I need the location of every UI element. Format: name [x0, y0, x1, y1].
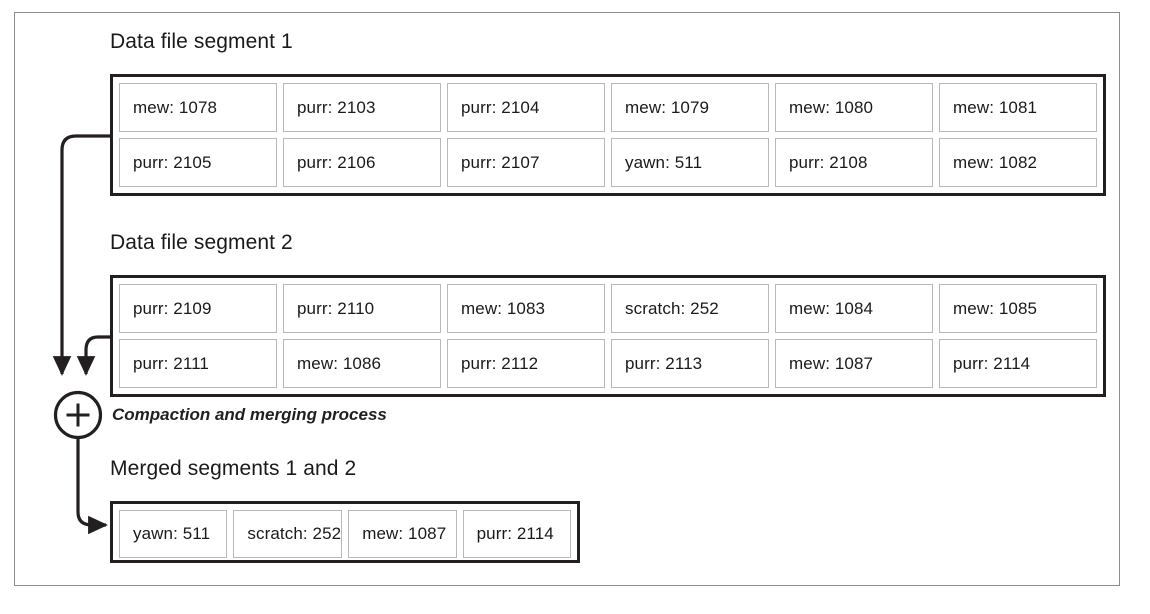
segment-2-row-2: purr: 2111 mew: 1086 purr: 2112 purr: 21…	[119, 339, 1097, 388]
cell: purr: 2103	[283, 83, 441, 132]
cell: purr: 2112	[447, 339, 605, 388]
cell: yawn: 511	[119, 510, 228, 558]
cell: purr: 2111	[119, 339, 277, 388]
cell: scratch: 252	[611, 284, 769, 333]
cell: scratch: 252	[233, 510, 343, 558]
cell: mew: 1084	[775, 284, 933, 333]
cell: mew: 1079	[611, 83, 769, 132]
cell: mew: 1087	[348, 510, 457, 558]
cell: purr: 2106	[283, 138, 441, 187]
cell: purr: 2114	[939, 339, 1097, 388]
cell: yawn: 511	[611, 138, 769, 187]
segment-2-box: purr: 2109 purr: 2110 mew: 1083 scratch:…	[110, 275, 1106, 397]
cell: purr: 2107	[447, 138, 605, 187]
merged-segment-box: yawn: 511 scratch: 252 mew: 1087 purr: 2…	[110, 501, 580, 563]
cell: mew: 1083	[447, 284, 605, 333]
cell: purr: 2104	[447, 83, 605, 132]
cell: purr: 2110	[283, 284, 441, 333]
segment-1-row-2: purr: 2105 purr: 2106 purr: 2107 yawn: 5…	[119, 138, 1097, 187]
cell: mew: 1082	[939, 138, 1097, 187]
cell: mew: 1085	[939, 284, 1097, 333]
cell: mew: 1078	[119, 83, 277, 132]
merged-row-1: yawn: 511 scratch: 252 mew: 1087 purr: 2…	[119, 510, 571, 558]
segment-2-title: Data file segment 2	[110, 231, 293, 254]
merged-segments-title: Merged segments 1 and 2	[110, 457, 357, 480]
cell: mew: 1081	[939, 83, 1097, 132]
cell: mew: 1087	[775, 339, 933, 388]
cell: mew: 1086	[283, 339, 441, 388]
cell: purr: 2109	[119, 284, 277, 333]
cell: purr: 2114	[462, 510, 571, 558]
segment-2-row-1: purr: 2109 purr: 2110 mew: 1083 scratch:…	[119, 284, 1097, 333]
compaction-process-caption: Compaction and merging process	[112, 405, 387, 424]
cell: mew: 1080	[775, 83, 933, 132]
cell: purr: 2105	[119, 138, 277, 187]
cell: purr: 2113	[611, 339, 769, 388]
cell: purr: 2108	[775, 138, 933, 187]
segment-1-title: Data file segment 1	[110, 30, 293, 53]
segment-1-row-1: mew: 1078 purr: 2103 purr: 2104 mew: 107…	[119, 83, 1097, 132]
segment-1-box: mew: 1078 purr: 2103 purr: 2104 mew: 107…	[110, 74, 1106, 196]
